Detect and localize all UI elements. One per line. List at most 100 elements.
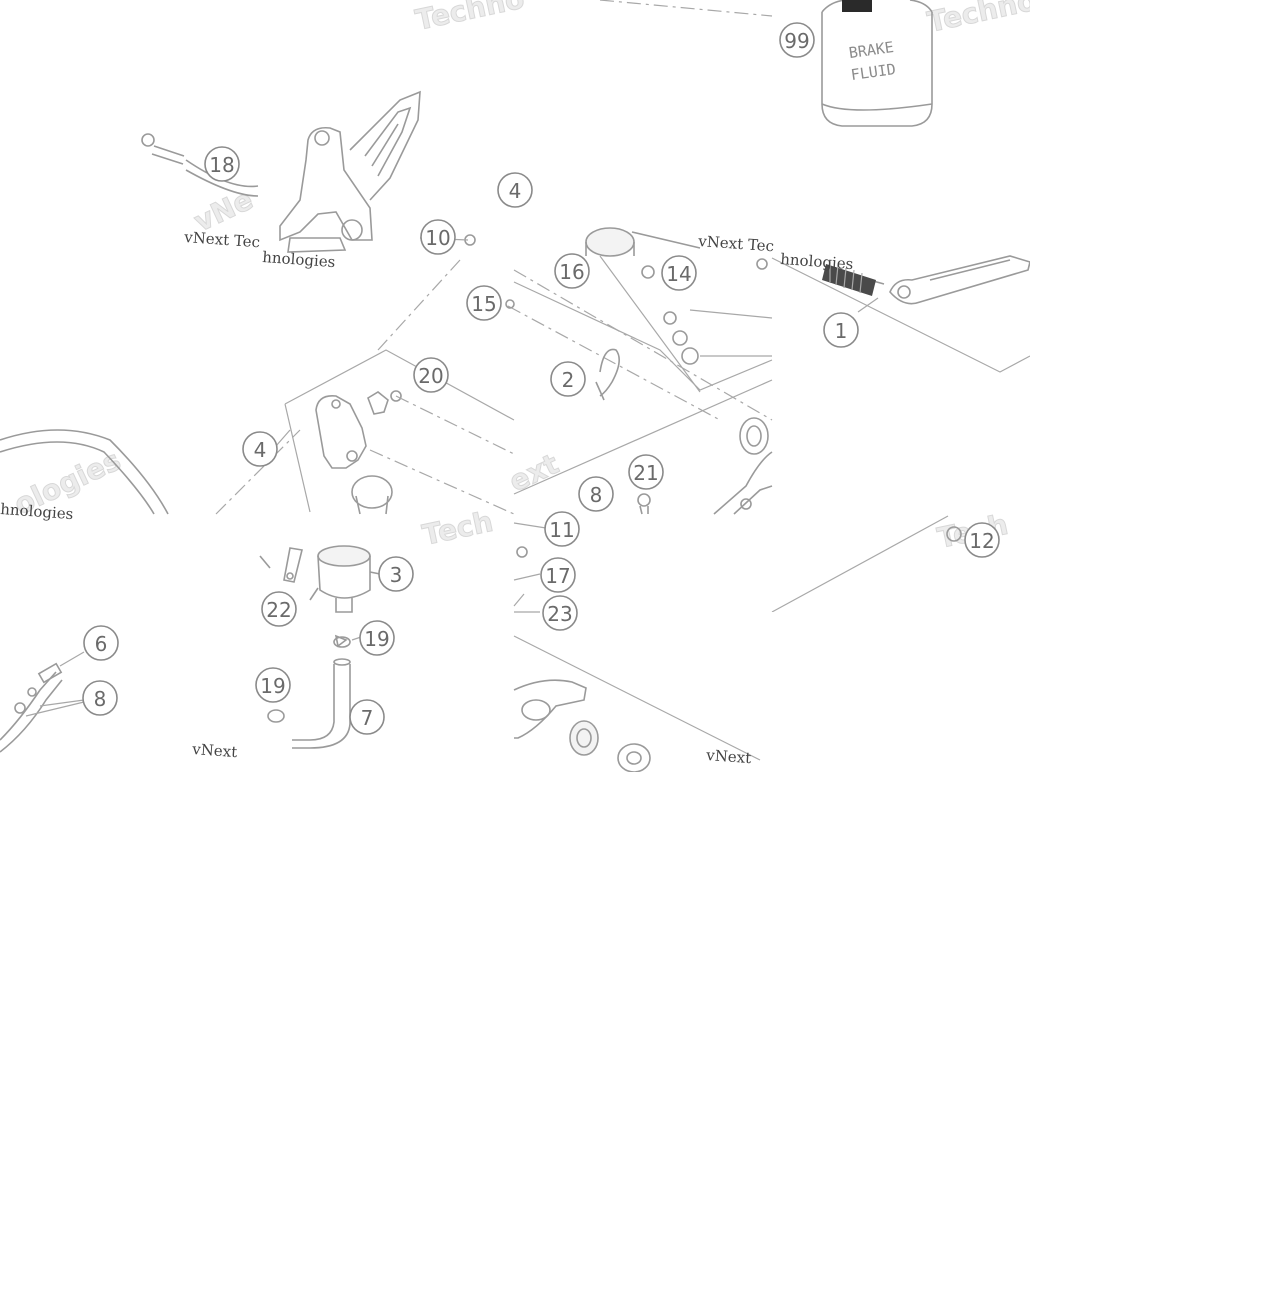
callout-number: 1 [835,319,848,343]
callout-19: 19 [359,620,395,656]
callout-number: 10 [425,226,450,250]
callout-14: 14 [661,255,697,291]
watermark-text-a: vNext Tec [183,228,261,251]
callout-number: 15 [471,292,496,316]
callout-number: 19 [260,674,285,698]
hose-fittings-lower-left [0,651,85,753]
can-cap [842,0,872,12]
callout-circle [661,255,697,291]
callout-circle [349,699,385,735]
callout-17: 17 [540,557,576,593]
callout-circle [83,625,119,661]
callout-21: 21 [628,454,664,490]
callout-19: 19 [255,667,291,703]
callout-99: 99 [779,22,815,58]
reservoir-bracket [259,547,303,583]
callout-11: 11 [544,511,580,547]
callout-number: 4 [254,438,267,462]
blank-lower-area [0,772,1285,1285]
callout-4: 4 [497,172,533,208]
callout-number: 20 [418,364,443,388]
callout-circle [823,312,859,348]
callout-12: 12 [964,522,1000,558]
footrest-bracket [279,90,421,253]
callout-circle [466,285,502,321]
callout-circle [540,557,576,593]
callout-circle [497,172,533,208]
watermark-text-g: vNext [705,746,752,767]
callout-number: 8 [590,483,603,507]
callout-circle [578,476,614,512]
callout-8: 8 [578,476,614,512]
callout-circle [378,556,414,592]
callout-4: 4 [242,431,278,467]
pedal-lower-part [713,451,773,515]
callout-circle [550,361,586,397]
callout-circle [204,146,240,182]
callout-circle [413,357,449,393]
callout-18: 18 [204,146,240,182]
callout-circle [628,454,664,490]
brake-reservoir [309,545,381,613]
pushrod-part [141,133,259,197]
callout-circle [82,680,118,716]
watermark-layer: Techno Technol ext Tech Tech ologies vNe [9,0,1050,555]
callout-number: 22 [266,598,291,622]
callout-number: 14 [666,262,691,286]
callout-circle [779,22,815,58]
callout-number: 6 [95,632,108,656]
brake-hose-left [0,429,169,515]
callout-number: 7 [361,706,374,730]
callout-15: 15 [466,285,502,321]
callout-number: 23 [547,602,572,626]
serif-watermarks: vNext Tec hnologies vNext Tec hnologies … [0,228,854,767]
can-label-line1: BRAKE [848,38,895,62]
callout-number: 17 [545,564,570,588]
callout-number: 8 [94,687,107,711]
callout-8: 8 [82,680,118,716]
callout-10: 10 [420,219,456,255]
callout-7: 7 [349,699,385,735]
callout-circle [255,667,291,703]
callout-6: 6 [83,625,119,661]
callout-circle [242,431,278,467]
pedal-spring [822,264,876,296]
callout-number: 12 [969,529,994,553]
master-cylinder [215,349,515,515]
callout-circle [964,522,1000,558]
callout-circle [420,219,456,255]
callout-3: 3 [378,556,414,592]
callout-number: 3 [390,563,403,587]
callout-circle [359,620,395,656]
callout-number: 21 [633,461,658,485]
callout-number: 2 [562,368,575,392]
watermark-big-1: Techno [413,0,528,37]
blank-right-area [1030,0,1285,772]
assembly-dashed-lines [377,255,1031,761]
callout-16: 16 [554,253,590,289]
callout-number: 11 [549,518,574,542]
watermark-text-d: hnologies [780,250,854,273]
small-hardware [464,234,962,558]
watermark-text-e: hnologies [0,500,74,523]
watermark-big-4: Tech [420,505,496,552]
watermark-big-2: Technol [925,0,1049,39]
callout-20: 20 [413,357,449,393]
callout-22: 22 [261,591,297,627]
callout-23: 23 [542,595,578,631]
callout-number: 18 [209,153,234,177]
callout-1: 1 [823,312,859,348]
reservoir-cap-part [585,227,701,257]
callout-circle [261,591,297,627]
callout-number: 16 [559,260,584,284]
watermark-text-c: vNext Tec [697,232,775,255]
seal-ring-part [739,417,769,455]
callout-number: 4 [509,179,522,203]
spring-clip-part [595,348,620,401]
callout-layer: 99 18 10 16 14 15 1 20 2 4 4 21 8 11 3 17 22 23 19 12 6 8 19 7 [82,22,1000,735]
callout-circle [554,253,590,289]
callout-number: 19 [364,627,389,651]
can-label-line2: FLUID [850,60,897,84]
brake-fluid-can: BRAKE FLUID [599,0,933,127]
